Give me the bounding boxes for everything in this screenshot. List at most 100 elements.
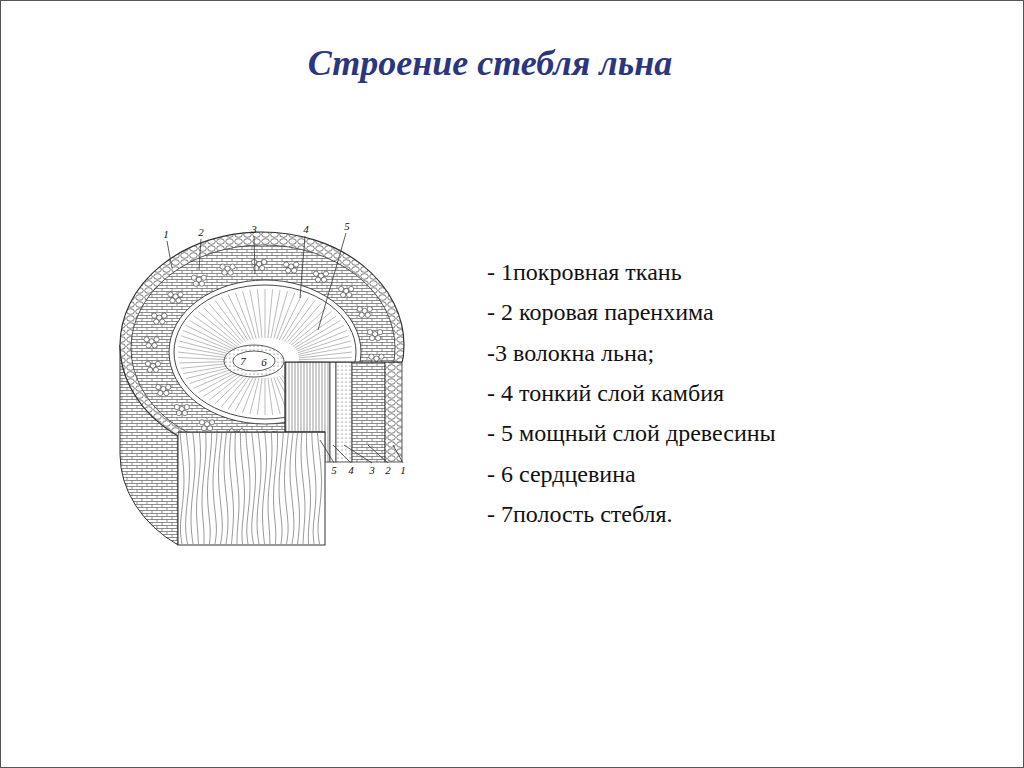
fiber-strand — [208, 433, 212, 544]
callout-number: 4 — [348, 465, 354, 476]
fiber-strand — [317, 433, 321, 544]
wood-ray — [228, 376, 250, 409]
callout-number: 3 — [251, 224, 257, 235]
fiber-cell — [293, 427, 298, 432]
wood-ray — [203, 307, 240, 343]
fiber-cell — [350, 401, 355, 406]
fiber-cell — [332, 416, 337, 421]
fiber-cell — [366, 380, 371, 385]
wood-ray — [235, 293, 253, 339]
wood-ray — [294, 368, 340, 384]
legend-item: - 1покровная ткань — [487, 258, 682, 286]
callout-number: 6 — [261, 357, 267, 368]
fiber-cell — [303, 427, 308, 432]
fiber-cell — [201, 426, 206, 431]
fiber-strand — [285, 433, 289, 544]
fiber-strand — [246, 433, 250, 544]
wood-ray — [268, 289, 273, 338]
wood-ray — [190, 321, 236, 349]
callout-number: 2 — [198, 227, 204, 238]
fiber-cell — [355, 399, 360, 404]
fiber-cell — [152, 343, 157, 348]
fiber-cell — [191, 275, 196, 280]
legend-item: - 5 мощный слой древесины — [487, 419, 776, 447]
fiber-strand — [263, 433, 267, 544]
fiber-cell — [327, 418, 332, 423]
fiber-cell — [292, 268, 297, 273]
fiber-cell — [263, 437, 268, 442]
fiber-cell — [365, 312, 370, 317]
wood-ray — [271, 378, 280, 414]
fiber-cell — [168, 292, 173, 297]
fiber-cell — [231, 435, 236, 440]
fiber-strand — [252, 433, 256, 544]
fiber-cell — [266, 433, 271, 438]
fiber-cell — [178, 292, 183, 297]
legend-item: - 7полость стебля. — [487, 500, 673, 528]
wood-ray — [181, 336, 232, 353]
wood-ray — [274, 291, 288, 339]
fiber-cell — [377, 330, 382, 335]
wood-ray — [271, 290, 280, 338]
fiber-cell — [156, 384, 161, 389]
fiber-cell — [322, 416, 327, 421]
callout-number: 7 — [240, 356, 246, 367]
legend-item: - 6 сердцевина — [487, 460, 636, 488]
fiber-cell — [237, 435, 242, 440]
fiber-cell — [361, 378, 366, 383]
callout-number: 5 — [344, 221, 350, 232]
fiber-cell — [286, 268, 291, 273]
fiber-cell — [209, 420, 214, 425]
fiber-strand — [307, 433, 311, 544]
slide-title: Строение стебля льна — [308, 42, 673, 84]
wood-ray — [277, 293, 295, 339]
fiber-strand — [290, 433, 294, 544]
wood-ray — [265, 289, 266, 338]
fiber-cell — [228, 270, 233, 275]
callout-number: 4 — [303, 224, 309, 235]
fiber-cell — [347, 292, 352, 297]
fiber-cell — [145, 361, 150, 366]
fiber-cell — [341, 292, 346, 297]
fiber-cell — [166, 384, 171, 389]
fiber-cell — [162, 313, 167, 318]
fiber-cell — [154, 337, 159, 342]
wood-ray — [287, 373, 321, 400]
wood-ray — [285, 374, 315, 403]
fiber-strand — [296, 433, 300, 544]
wood-ray — [250, 378, 259, 414]
fiber-cell — [375, 336, 380, 341]
legend-item: - 4 тонкий слой камбия — [487, 379, 724, 407]
fiber-cell — [174, 404, 179, 409]
wood-ray — [291, 371, 332, 393]
wood-ray — [299, 347, 352, 357]
wood-ray — [178, 347, 231, 357]
fiber-strand — [186, 433, 190, 544]
wood-ray — [296, 325, 344, 349]
wood-ray — [186, 325, 234, 349]
callout-number: 2 — [385, 465, 391, 476]
callout-number: 1 — [400, 465, 406, 476]
wood-ray — [289, 372, 326, 396]
fiber-cell — [199, 420, 204, 425]
fiber-cell — [295, 433, 300, 438]
fiber-cell — [371, 378, 376, 383]
fiber-cell — [313, 271, 318, 276]
fiber-cell — [349, 286, 354, 291]
wood-ray — [198, 312, 239, 346]
fiber-cell — [353, 405, 358, 410]
fiber-strand — [274, 433, 278, 544]
wood-ray — [289, 307, 326, 343]
fiber-cell — [367, 306, 372, 311]
wood-ray — [265, 378, 266, 415]
wood-ray — [228, 295, 250, 340]
wood-ray — [297, 330, 347, 351]
fiber-strand — [279, 433, 283, 544]
fiber-cell — [324, 422, 329, 427]
fiber-cell — [147, 367, 152, 372]
fiber-cell — [379, 354, 384, 359]
fiber-strand — [213, 433, 217, 544]
fiber-cell — [269, 437, 274, 442]
wood-ray — [178, 357, 231, 359]
